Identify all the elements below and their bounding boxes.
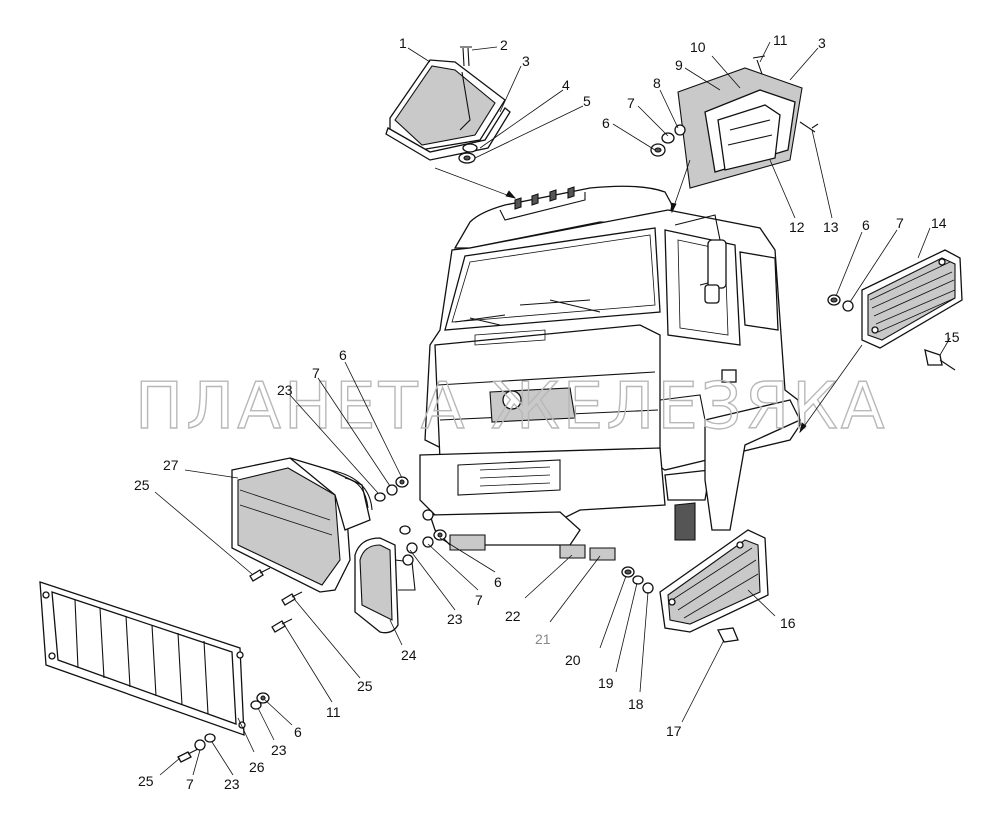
callout-23: 23	[277, 382, 293, 398]
callout-27: 27	[163, 457, 179, 473]
callout-7: 7	[475, 592, 483, 608]
headlight-guard-grille	[39, 581, 246, 736]
callout-12: 12	[789, 219, 805, 235]
callout-6: 6	[602, 115, 610, 131]
callout-6: 6	[294, 724, 302, 740]
callout-14: 14	[931, 215, 947, 231]
callout-4: 4	[562, 77, 570, 93]
callout-13: 13	[823, 219, 839, 235]
callout-23: 23	[271, 742, 287, 758]
callout-11: 11	[773, 32, 788, 48]
callout-6: 6	[494, 574, 502, 590]
callout-5: 5	[583, 93, 591, 109]
callout-7: 7	[312, 365, 320, 381]
callout-6: 6	[339, 347, 347, 363]
callout-10: 10	[690, 39, 706, 55]
callout-18: 18	[628, 696, 644, 712]
callout-7: 7	[186, 776, 194, 792]
callout-11: 11	[326, 704, 341, 720]
callout-16: 16	[780, 615, 796, 631]
callout-6: 6	[862, 217, 870, 233]
corner-lamp	[621, 529, 769, 643]
callout-labels: 1 2 3 4 5 6 7 8 9 10 11 3 12 13 6 7 14 1…	[134, 32, 960, 792]
callout-9: 9	[675, 57, 683, 73]
callout-3: 3	[522, 53, 530, 69]
callout-23: 23	[447, 611, 463, 627]
main-headlight	[231, 457, 373, 593]
callout-22: 22	[505, 608, 521, 624]
watermark-text: ПЛАНЕТА ЖЕЛЕЗЯКА	[135, 370, 887, 444]
callout-15: 15	[944, 329, 960, 345]
callout-8: 8	[653, 75, 661, 91]
callout-26: 26	[249, 759, 265, 775]
truck-cab	[419, 185, 801, 561]
fog-lamp	[354, 537, 416, 634]
upper-side-lamp	[650, 55, 819, 189]
fasteners	[177, 476, 447, 763]
leader-lines	[154, 41, 951, 776]
roof-marker-lamp	[385, 46, 511, 164]
callout-25: 25	[134, 477, 150, 493]
callout-17: 17	[666, 723, 682, 739]
callout-19: 19	[598, 675, 614, 691]
callout-23: 23	[224, 776, 240, 792]
callout-7: 7	[896, 215, 904, 231]
callout-25: 25	[357, 678, 373, 694]
callout-20: 20	[565, 652, 581, 668]
callout-3: 3	[818, 35, 826, 51]
callout-1: 1	[399, 35, 407, 51]
callout-24: 24	[401, 647, 417, 663]
callout-25: 25	[138, 773, 154, 789]
callout-7: 7	[627, 95, 635, 111]
callout-2: 2	[500, 37, 508, 53]
callout-21: 21	[535, 631, 551, 647]
side-reflector	[827, 249, 963, 371]
